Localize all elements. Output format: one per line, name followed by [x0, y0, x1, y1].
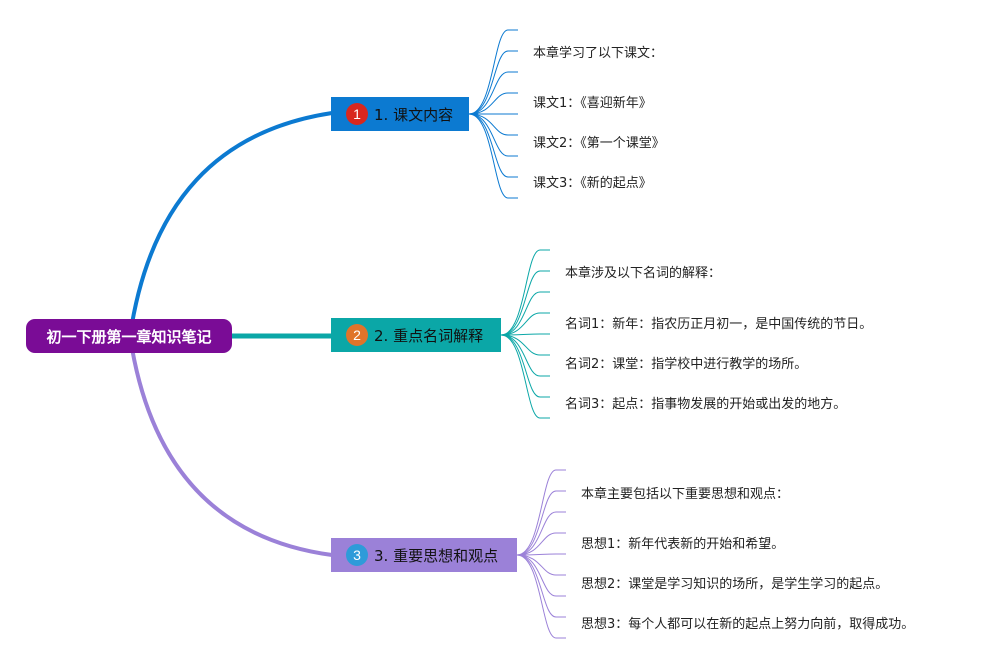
leaf-connector-line	[516, 490, 566, 556]
leaf-connector-line	[500, 249, 550, 336]
leaf-1-item-3[interactable]: 课文3：《新的起点》	[533, 176, 652, 191]
leaf-connector-line	[468, 29, 518, 115]
leaf-1-item-1[interactable]: 课文1：《喜迎新年》	[533, 96, 652, 111]
link-root-branch1	[128, 111, 333, 337]
leaf-connector-line	[468, 113, 518, 178]
leaf-connector-line	[500, 291, 550, 336]
branch-label-2: 2. 重点名词解释	[374, 326, 484, 345]
leaf-connector-line	[468, 113, 518, 157]
number-1-icon: 1	[346, 103, 368, 125]
leaf-2-intro[interactable]: 本章涉及以下名词的解释：	[565, 266, 722, 281]
leaf-connector-line	[468, 113, 518, 199]
leaf-connector-line	[468, 50, 518, 115]
branch-label-3: 3. 重要思想和观点	[374, 546, 499, 565]
leaf-connector-line	[516, 553, 566, 556]
leaf-2-item-1[interactable]: 名词1：新年：指农历正月初一，是中国传统的节日。	[565, 317, 873, 332]
leaf-connector-line	[500, 270, 550, 336]
leaf-connector-line	[516, 511, 566, 556]
leaf-connector-line	[500, 334, 550, 377]
branch-topic-2[interactable]: 2 2. 重点名词解释	[331, 318, 501, 352]
leaf-2-item-2[interactable]: 名词2：课堂：指学校中进行教学的场所。	[565, 357, 808, 372]
leaf-fan-3	[516, 469, 566, 639]
leaf-connector-line	[500, 334, 550, 419]
branch-topic-1[interactable]: 1 1. 课文内容	[331, 97, 469, 131]
leaf-connector-line	[516, 554, 566, 639]
leaf-3-intro[interactable]: 本章主要包括以下重要思想和观点：	[581, 487, 790, 502]
link-root-branch3	[128, 335, 333, 557]
leaf-1-intro[interactable]: 本章学习了以下课文：	[533, 46, 664, 61]
leaf-1-item-2[interactable]: 课文2：《第一个课堂》	[533, 136, 665, 151]
leaf-connector-line	[516, 532, 566, 556]
leaf-connector-line	[516, 554, 566, 597]
leaf-connector-line	[468, 71, 518, 115]
root-topic[interactable]: 初一下册第一章知识笔记	[26, 319, 232, 353]
leaf-3-item-3[interactable]: 思想3：每个人都可以在新的起点上努力向前，取得成功。	[581, 617, 915, 632]
leaf-connector-line	[500, 334, 550, 398]
leaf-3-item-2[interactable]: 思想2：课堂是学习知识的场所，是学生学习的起点。	[581, 577, 889, 592]
leaf-2-item-3[interactable]: 名词3：起点：指事物发展的开始或出发的地方。	[565, 397, 847, 412]
number-2-icon: 2	[346, 324, 368, 346]
leaf-fan-1	[468, 29, 518, 199]
number-3-icon: 3	[346, 544, 368, 566]
leaf-3-item-1[interactable]: 思想1：新年代表新的开始和希望。	[581, 537, 785, 552]
leaf-connector-line	[500, 312, 550, 336]
leaf-connector-line	[516, 554, 566, 618]
leaf-connector-line	[500, 333, 550, 336]
leaf-fan-2	[500, 249, 550, 419]
leaf-connector-line	[468, 92, 518, 115]
branch-topic-3[interactable]: 3 3. 重要思想和观点	[331, 538, 517, 572]
branch-label-1: 1. 课文内容	[374, 105, 454, 124]
root-topic-label: 初一下册第一章知识笔记	[46, 327, 212, 346]
leaf-connector-line	[516, 469, 566, 556]
